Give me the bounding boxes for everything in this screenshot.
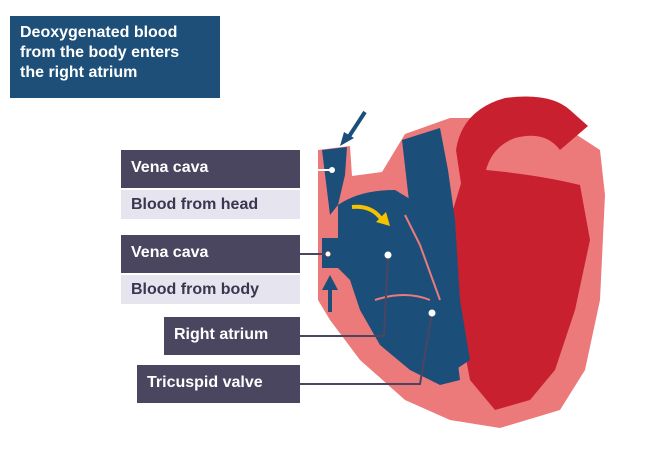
aorta (456, 96, 588, 190)
right-heart-chambers (338, 190, 460, 385)
leader-right-atrium (300, 254, 389, 337)
arrow-bottom-head (322, 275, 338, 290)
label-blood-from-head: Blood from head (121, 190, 300, 219)
left-heart-chamber (450, 170, 590, 410)
label-vena-cava-bottom: Vena cava (121, 235, 300, 273)
title-box: Deoxygenated blood from the body enters … (10, 16, 220, 98)
dot-right-atrium (384, 251, 392, 259)
arrow-top-head (340, 132, 354, 146)
title-line-2: from the body enters (20, 44, 180, 61)
flow-arrow (351, 204, 384, 222)
septum-lines (374, 214, 441, 301)
title-line-1: Deoxygenated blood (20, 24, 178, 41)
dot-vena-cava-top (329, 167, 335, 173)
label-right-atrium: Right atrium (164, 317, 300, 355)
dot-vena-cava-bottom (324, 250, 332, 258)
label-blood-from-body: Blood from body (121, 275, 300, 304)
title-line-3: the right atrium (20, 64, 138, 81)
label-vena-cava-top: Vena cava (121, 150, 300, 188)
flow-arrow-head (376, 212, 390, 226)
label-tricuspid-valve: Tricuspid valve (137, 365, 300, 403)
arrow-top-line (346, 110, 367, 140)
dot-tricuspid-valve (428, 309, 436, 317)
leader-tricuspid-valve (300, 312, 433, 385)
superior-vena-cava (322, 147, 347, 215)
